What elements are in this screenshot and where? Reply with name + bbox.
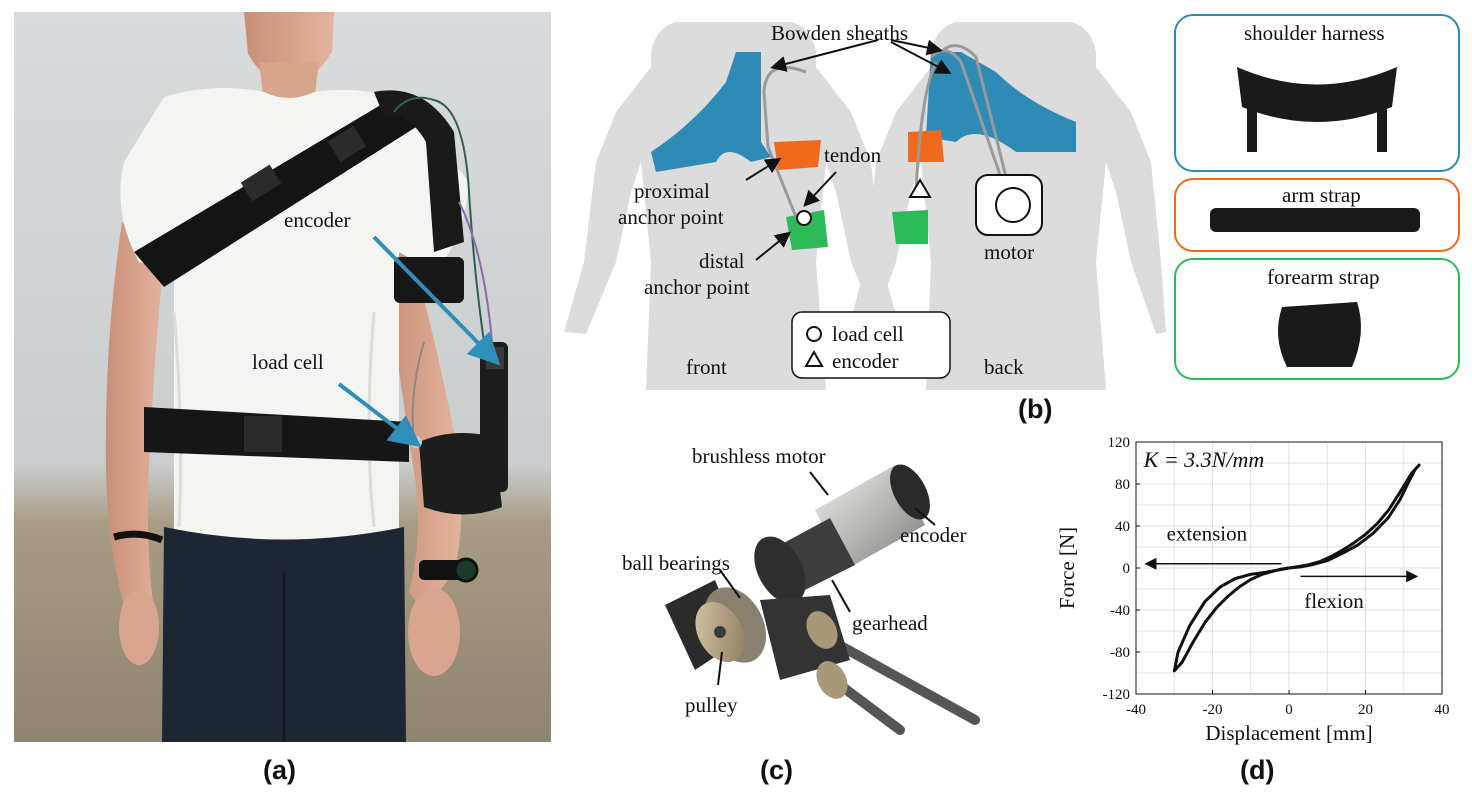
motor-pulley-icon [995, 187, 1031, 223]
pulley-label: pulley [685, 693, 738, 717]
load-cell-marker [796, 210, 812, 226]
gearhead-leader [831, 579, 851, 613]
front-silhouette [564, 22, 901, 390]
brushless-motor-label: brushless motor [692, 444, 826, 468]
motor-label: motor [984, 240, 1034, 264]
panel-b-body-diagram: Bowden sheaths tendon proximal anchor po… [564, 21, 1166, 390]
y-tick-label: 80 [1115, 477, 1130, 493]
shoulder-harness-label: shoulder harness [1244, 21, 1385, 45]
panel-a-label: (a) [263, 755, 296, 785]
distal-label-line2: anchor point [644, 275, 750, 299]
panel-c-actuator: brushless motor encoder ball bearings ge… [622, 444, 980, 735]
forearm-strap-photo [1278, 302, 1361, 367]
panel-c-label: (c) [760, 755, 793, 785]
back-label: back [984, 355, 1024, 379]
back-harness-band [926, 52, 1076, 152]
shoulder-harness-photo [1237, 67, 1397, 122]
front-label: front [686, 355, 727, 379]
plot-frame [1135, 441, 1443, 695]
back-bowden-sheath-2 [939, 44, 1013, 198]
bowden-arrow-back-2 [890, 41, 952, 74]
legend-load-cell: load cell [832, 322, 904, 346]
encoder-callout: encoder [284, 208, 350, 232]
distal-arrow [755, 231, 792, 261]
ball-bearings-label: ball bearings [622, 551, 730, 575]
x-tick-label: -40 [1126, 702, 1146, 718]
x-tick-label: 20 [1358, 702, 1373, 718]
front-arm-strap [774, 140, 821, 170]
front-bowden-sheath [762, 66, 807, 218]
tendon-arrow [803, 171, 837, 207]
chart-ticks: -40 -20 0 20 40 -120 -80 -40 0 40 80 120 [1103, 435, 1450, 718]
hysteresis-loop-2 [1172, 566, 1290, 673]
pulley-leader [717, 651, 723, 686]
motor-encoder-cap [890, 464, 930, 520]
x-tick-label: 40 [1435, 702, 1450, 718]
encoder-leader [914, 507, 936, 526]
y-tick-label: 40 [1115, 519, 1130, 535]
ball-bearings-leader [719, 569, 741, 599]
panel-d-label: (d) [1240, 755, 1275, 785]
marker-legend [791, 311, 951, 379]
legend-triangle-icon [804, 349, 824, 367]
encoder-label: encoder [900, 523, 966, 547]
y-tick-label: -120 [1103, 687, 1131, 703]
y-tick-label: 120 [1108, 435, 1131, 451]
panel-b-components: shoulder harness arm strap forearm strap [1174, 14, 1460, 380]
back-arm-strap [908, 130, 944, 162]
cable-fitting-1 [806, 611, 838, 649]
panel-a: encoder load cell [14, 12, 551, 742]
arm-strap-photo [1210, 208, 1420, 232]
arm-strap-label: arm strap [1282, 183, 1361, 207]
tendon-label: tendon [824, 143, 882, 167]
proximal-arrow [745, 157, 782, 181]
y-tick-label: 0 [1123, 561, 1131, 577]
force-displacement-chart: -40 -20 0 20 40 -120 -80 -40 0 40 80 120 K = 3.3N/m… [1055, 435, 1450, 745]
back-tendon [914, 61, 938, 193]
load-cell-callout: load cell [252, 350, 324, 374]
load-cell-arrow [337, 382, 422, 448]
panel-b-label: (b) [1018, 394, 1053, 424]
bowden-cable-2 [835, 680, 905, 735]
legend-encoder: encoder [832, 349, 898, 373]
flexion-label: flexion [1304, 589, 1364, 613]
front-harness-band [651, 52, 771, 172]
chart-series [1172, 463, 1421, 673]
x-tick-label: 0 [1285, 702, 1293, 718]
y-axis-label: Force [N] [1055, 527, 1079, 609]
forearm-strap-label: forearm strap [1267, 265, 1380, 289]
bowden-arrow-front [770, 39, 879, 72]
back-forearm-strap [892, 210, 928, 244]
x-tick-label: -20 [1203, 702, 1223, 718]
encoder-arrow [372, 235, 501, 366]
cable-fitting-2 [816, 661, 848, 699]
photo-callout-arrows: encoder load cell [252, 208, 501, 448]
proximal-label-line2: anchor point [618, 205, 724, 229]
encoder-marker [908, 178, 932, 198]
distal-label-line1: distal [699, 249, 745, 273]
bowden-cable-1 [825, 635, 980, 725]
x-axis-label: Displacement [mm] [1205, 721, 1372, 745]
proximal-label-line1: proximal [634, 179, 710, 203]
extension-label: extension [1167, 522, 1248, 546]
motor-flange [754, 536, 806, 604]
bowden-sheaths-label: Bowden sheaths [771, 21, 908, 45]
hysteresis-loop-1 [1288, 463, 1421, 570]
legend-circle-icon [806, 326, 822, 342]
stiffness-annotation: K = 3.3N/mm [1143, 447, 1265, 472]
bowden-arrow-back-1 [890, 39, 943, 56]
gearhead-label: gearhead [852, 611, 928, 635]
brushless-motor-leader [809, 471, 829, 496]
y-tick-label: -80 [1110, 645, 1130, 661]
y-tick-label: -40 [1110, 603, 1130, 619]
wearer-photo [14, 12, 551, 742]
